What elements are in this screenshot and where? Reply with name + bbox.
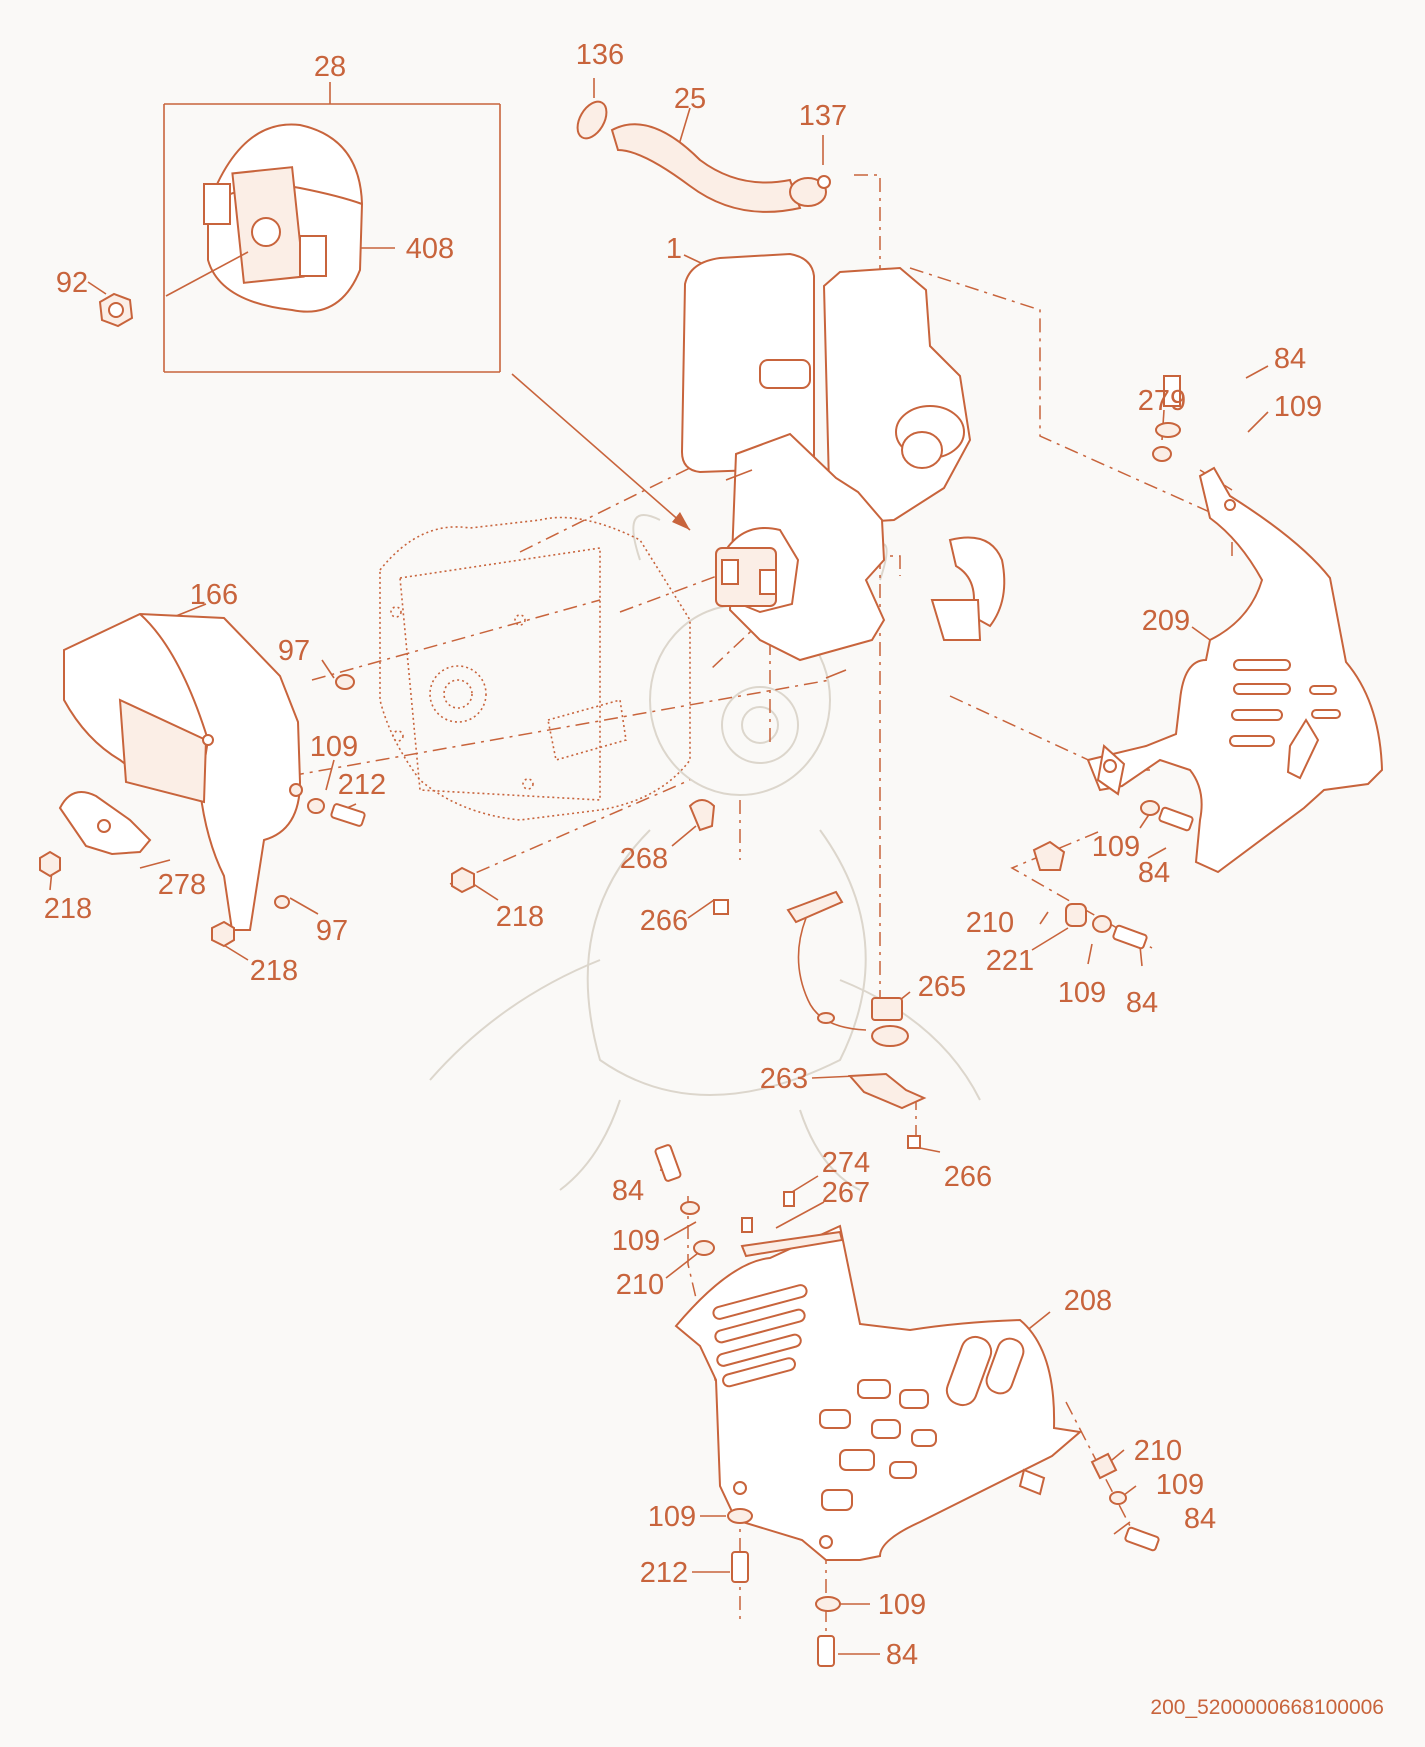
callout-109-d: 109 <box>1058 977 1106 1009</box>
callout-84-f: 84 <box>886 1639 918 1671</box>
callout-166: 166 <box>190 579 238 611</box>
muffler-guard <box>58 612 302 931</box>
callout-268: 268 <box>620 843 668 875</box>
callout-109-h: 109 <box>878 1589 926 1621</box>
callout-109-a: 109 <box>1274 391 1322 423</box>
fuel-hose <box>576 100 831 213</box>
callout-210-b: 210 <box>616 1269 664 1301</box>
callout-84-e: 84 <box>1184 1503 1216 1535</box>
cylinder-cover <box>379 516 691 821</box>
reference-code: 200_5200000668100006 <box>1150 1696 1384 1719</box>
callout-208: 208 <box>1064 1285 1112 1317</box>
callout-218-a: 218 <box>44 893 92 925</box>
callout-210-a: 210 <box>966 907 1014 939</box>
callout-218-c: 218 <box>496 901 544 933</box>
callout-25: 25 <box>674 83 706 115</box>
engine-block <box>680 252 1006 679</box>
callout-109-b: 109 <box>310 731 358 763</box>
callout-109-f: 109 <box>1156 1469 1204 1501</box>
callout-267: 267 <box>822 1177 870 1209</box>
base-hardware <box>654 1144 1160 1667</box>
callout-84-c: 84 <box>1126 987 1158 1019</box>
callout-28: 28 <box>314 51 346 83</box>
fasteners <box>39 375 1194 950</box>
clutch-assembly <box>165 123 364 313</box>
callout-210-c: 210 <box>1134 1435 1182 1467</box>
leader-lines <box>49 78 1269 1655</box>
callout-278: 278 <box>158 869 206 901</box>
nut-92-icon <box>98 292 134 328</box>
callout-109-e: 109 <box>612 1225 660 1257</box>
sensor-cable <box>786 890 927 1149</box>
callout-279: 279 <box>1138 385 1186 417</box>
callout-218-b: 218 <box>250 955 298 987</box>
callout-221: 221 <box>986 945 1034 977</box>
callout-266-b: 266 <box>944 1161 992 1193</box>
callout-212-a: 212 <box>338 769 386 801</box>
base-plate <box>674 1224 1083 1561</box>
callout-136: 136 <box>576 39 624 71</box>
callout-408: 408 <box>406 233 454 265</box>
callout-97-a: 97 <box>278 635 310 667</box>
callout-84-a: 84 <box>1274 343 1306 375</box>
callout-109-g: 109 <box>648 1501 696 1533</box>
callout-212-b: 212 <box>640 1557 688 1589</box>
callout-265: 265 <box>918 971 966 1003</box>
callout-109-c: 109 <box>1092 831 1140 863</box>
callout-137: 137 <box>799 100 847 132</box>
callout-92: 92 <box>56 267 88 299</box>
callout-263: 263 <box>760 1063 808 1095</box>
callout-97-b: 97 <box>316 915 348 947</box>
right-handle-bracket <box>1086 466 1384 874</box>
callout-labels: 136 25 137 28 408 92 1 84 279 109 209 16… <box>44 39 1322 1671</box>
callout-266-a: 266 <box>640 905 688 937</box>
callout-84-d: 84 <box>612 1175 644 1207</box>
callout-84-b: 84 <box>1138 857 1170 889</box>
callout-1: 1 <box>666 233 682 265</box>
callout-209: 209 <box>1142 605 1190 637</box>
callout-274: 274 <box>822 1147 870 1179</box>
